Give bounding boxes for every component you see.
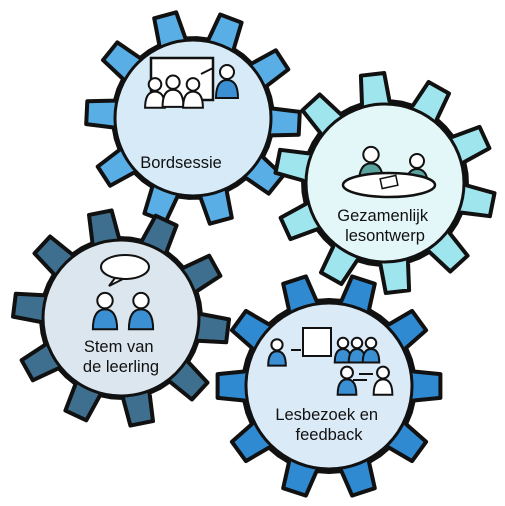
paper-icon bbox=[379, 174, 399, 190]
student-icon bbox=[127, 291, 155, 331]
student-icon bbox=[182, 77, 204, 109]
gear-stem-van-de-leerling: Stem van de leerling bbox=[11, 208, 231, 428]
student-icon bbox=[91, 291, 119, 331]
teacher-icon bbox=[372, 365, 394, 396]
gear-bordsessie: Bordsessie bbox=[84, 10, 302, 226]
gear-bordsessie-label: Bordsessie bbox=[140, 154, 222, 172]
teacher-icon bbox=[214, 64, 240, 99]
talking-students-icon bbox=[91, 254, 155, 331]
presenter-at-board-icon bbox=[144, 56, 240, 109]
board-icon bbox=[302, 327, 332, 357]
people-around-table-icon bbox=[341, 145, 437, 199]
exchange-arrows-icon bbox=[353, 373, 373, 381]
student-icon bbox=[361, 336, 381, 364]
observation-feedback-icon bbox=[267, 327, 394, 396]
speech-bubble-icon bbox=[100, 254, 150, 280]
gear-gezamenlijk-label: Gezamenlijk lesontwerp bbox=[337, 207, 432, 245]
teacher-icon bbox=[267, 338, 287, 367]
gear-gezamenlijk-lesontwerp: Gezamenlijk lesontwerp bbox=[273, 71, 497, 295]
observer-icon bbox=[336, 365, 358, 396]
gear-lesbezoek-en-feedback: Lesbezoek en feedback bbox=[215, 274, 443, 498]
gear-lesbezoek-label: Lesbezoek en feedback bbox=[275, 406, 382, 444]
gear-stem-face bbox=[41, 238, 201, 398]
gear-stem-label: Stem van de leerling bbox=[83, 338, 159, 376]
student-icon bbox=[347, 336, 367, 364]
